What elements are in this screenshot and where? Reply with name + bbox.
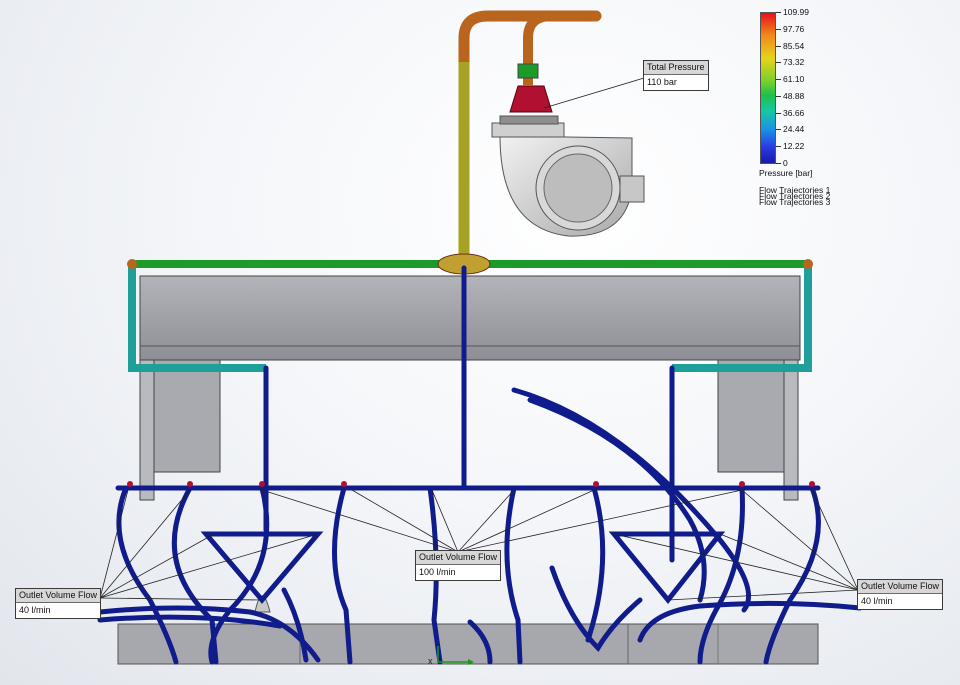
legend-unit-label: Pressure [bar]: [759, 168, 813, 178]
junction-markers: [127, 481, 815, 487]
legend-tick: 24.44: [775, 124, 805, 134]
legend-trajectory-2: Flow Trajectories 2: [759, 191, 831, 201]
legend-tick: 73.32: [775, 57, 805, 67]
left-leg: [139, 359, 221, 501]
callout-total-pressure-title: Total Pressure: [644, 61, 708, 75]
callout-total-pressure-value: 110 bar: [647, 77, 677, 87]
legend-trajectory-1: Flow Trajectories 1: [759, 185, 831, 195]
piping: [127, 10, 813, 372]
legend-tick: 36.66: [775, 108, 805, 118]
callout-leaders: [99, 77, 859, 601]
legend-color-bar: [760, 12, 776, 164]
legend-tick: 97.76: [775, 24, 805, 34]
callout-right-outlet-title: Outlet Volume Flow: [858, 580, 942, 594]
callout-center-outlet-value: 100 l/min: [419, 567, 456, 577]
axis-triad: x: [428, 646, 474, 666]
pressure-legend: 109.99 97.76 85.54 73.32 61.10 48.88 36.…: [756, 6, 876, 216]
legend-tick: 85.54: [775, 41, 805, 51]
callout-center-outlet-title: Outlet Volume Flow: [416, 551, 500, 565]
legend-tick: 48.88: [775, 91, 805, 101]
callout-right-outlet: Outlet Volume Flow 40 l/min: [857, 579, 943, 610]
pump-assembly: [491, 85, 645, 237]
main-beam: [139, 275, 801, 361]
callout-left-outlet-title: Outlet Volume Flow: [16, 589, 100, 603]
callout-left-outlet-value: 40 l/min: [19, 605, 51, 615]
callout-right-outlet-value: 40 l/min: [861, 596, 893, 606]
callout-left-outlet: Outlet Volume Flow 40 l/min: [15, 588, 101, 619]
axis-x-label: x: [428, 656, 433, 666]
callout-center-outlet: Outlet Volume Flow 100 l/min: [415, 550, 501, 581]
flow-trajectories: [97, 265, 863, 665]
legend-tick: 61.10: [775, 74, 805, 84]
legend-tick: 0: [776, 158, 788, 168]
legend-tick: 12.22: [775, 141, 805, 151]
callout-total-pressure: Total Pressure 110 bar: [643, 60, 709, 91]
legend-tick: 109.99: [776, 7, 809, 17]
right-leg: [717, 359, 799, 501]
legend-trajectory-3: Flow Trajectories 3: [759, 197, 831, 207]
